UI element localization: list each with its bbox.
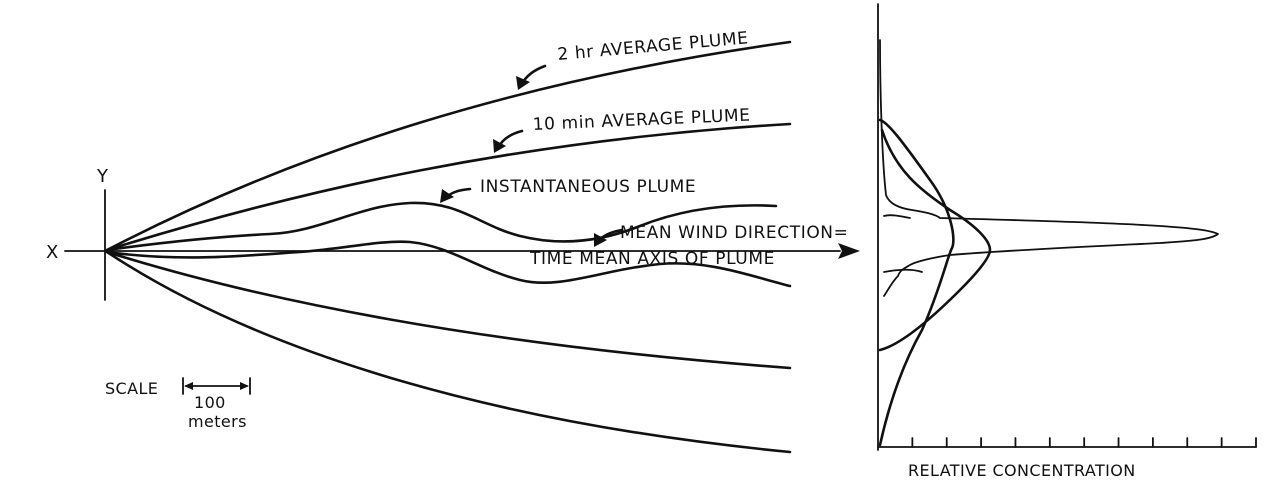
scale-bar-left-arrow <box>184 382 193 390</box>
instantaneous-plume-pointer-head <box>440 189 454 203</box>
scale-unit: meters <box>188 412 247 431</box>
relative-concentration-label: RELATIVE CONCENTRATION <box>908 461 1136 480</box>
ten-min-plume-label: 10 min AVERAGE PLUME <box>532 106 751 135</box>
ten-min-plume-pointer-head <box>493 139 506 153</box>
two-hr-plume-label: 2 hr AVERAGE PLUME <box>557 28 750 65</box>
mean-wind-direction-label: MEAN WIND DIRECTION= <box>620 223 848 243</box>
mean-wind-arrowhead <box>838 243 860 259</box>
two-hr-plume-pointer-head <box>516 76 530 90</box>
ten-min-plume-upper-edge <box>105 122 792 252</box>
instantaneous-plume-label: INSTANTANEOUS PLUME <box>480 177 696 197</box>
two-hr-plume-lower-edge <box>105 250 792 454</box>
profile-detail-lower <box>883 268 923 273</box>
two-hr-plume-upper-edge <box>105 40 792 252</box>
time-mean-axis-label: TIME MEAN AXIS OF PLUME <box>529 249 775 269</box>
instantaneous-concentration-profile <box>879 39 1219 297</box>
mean-wind-pointer-head <box>594 233 607 247</box>
profile-ticks <box>911 437 1257 448</box>
scale-label: SCALE <box>105 379 158 398</box>
y-axis-label: Y <box>96 166 109 187</box>
instantaneous-plume-lower-edge <box>105 240 792 288</box>
ten-min-plume-lower-edge <box>105 250 792 370</box>
instantaneous-plume-upper-edge <box>105 201 778 252</box>
two-hr-concentration-profile <box>878 118 955 447</box>
x-axis-label: X <box>46 242 58 263</box>
scale-bar-right-arrow <box>240 382 249 390</box>
profile-detail-upper <box>883 214 911 219</box>
ten-min-concentration-profile <box>878 128 992 352</box>
scale-value: 100 <box>194 393 226 412</box>
